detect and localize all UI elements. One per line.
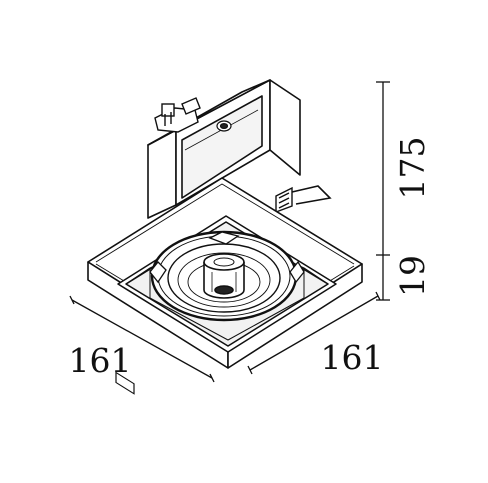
housing-top-face: [147, 79, 271, 146]
dimension-width-left: 161: [69, 341, 132, 380]
housing-recess: [181, 95, 263, 199]
housing-screw-icon: [216, 120, 232, 132]
gimbal-brackets: [149, 231, 305, 284]
bottom-tab: [115, 371, 135, 395]
dimension-lines: [69, 81, 390, 383]
width-dimension-right: [249, 295, 379, 371]
housing-right-face: [269, 79, 301, 176]
lamp-socket: [203, 253, 245, 299]
top-clip: [154, 97, 201, 133]
width-dimension-left: [71, 299, 213, 379]
dimension-height-lower: 19: [393, 255, 432, 297]
dimension-width-right: 161: [321, 338, 384, 377]
housing: [147, 79, 301, 219]
dimension-height-upper: 175: [393, 137, 432, 200]
spring-clip: [275, 185, 332, 214]
